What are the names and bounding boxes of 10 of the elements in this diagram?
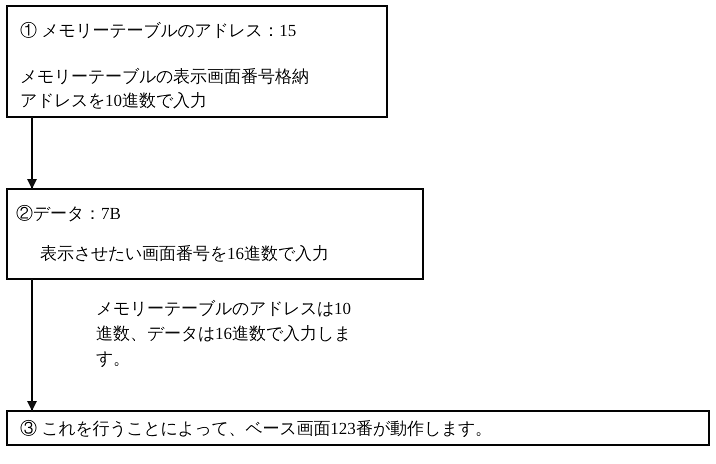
step-heading: ① メモリーテーブルのアドレス：15 xyxy=(20,20,296,42)
arrow xyxy=(27,280,37,411)
step-text: 表示させたい画面番号を16進数で入力 xyxy=(40,243,329,265)
step-heading: ②データ：7B xyxy=(16,203,121,225)
arrow xyxy=(27,118,37,189)
step-heading: ③ これを行うことによって、ベース画面123番が動作します。 xyxy=(20,418,492,440)
process-box xyxy=(6,188,424,280)
step-text: メモリーテーブルの表示画面番号格納アドレスを10進数で入力 xyxy=(20,66,310,112)
process-box xyxy=(6,5,388,118)
process-box xyxy=(6,410,710,446)
